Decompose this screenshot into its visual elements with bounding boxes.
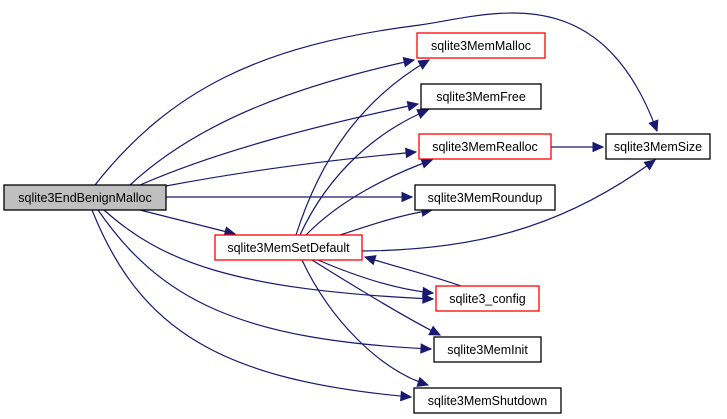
edge-line xyxy=(103,209,434,300)
arrowhead-icon xyxy=(428,325,442,336)
edge-sqlite3MemSetDefault-to-sqlite3MemSize xyxy=(361,159,656,252)
node-sqlite3MemSetDefault[interactable]: sqlite3MemSetDefault xyxy=(214,234,363,261)
node-label: sqlite3MemRoundup xyxy=(428,191,543,205)
edge-line xyxy=(97,209,432,350)
edge-line xyxy=(317,259,434,294)
edge-sqlite3MemSetDefault-to-sqlite3MemInit xyxy=(311,259,442,336)
arrowhead-icon xyxy=(417,59,431,70)
edge-line xyxy=(94,12,658,186)
node-label: sqlite3MemSetDefault xyxy=(227,241,350,255)
arrowhead-icon xyxy=(405,147,418,159)
edge-line xyxy=(139,209,236,235)
node-label: sqlite3MemShutdown xyxy=(428,394,548,408)
arrowhead-icon xyxy=(363,255,377,266)
node-label: sqlite3MemSize xyxy=(614,140,702,154)
edge-line xyxy=(339,209,433,236)
node-box xyxy=(3,184,167,211)
node-box xyxy=(605,133,711,160)
node-sqlite3MemShutdown[interactable]: sqlite3MemShutdown xyxy=(413,387,562,414)
edge-sqlite3MemSetDefault-to-sqlite3MemMalloc xyxy=(295,59,431,236)
edge-sqlite3EndBenignMalloc-to-sqlite3MemInit xyxy=(97,209,433,354)
arrowhead-icon xyxy=(400,390,413,402)
node-label: sqlite3MemInit xyxy=(447,343,528,357)
arrowhead-icon xyxy=(402,57,416,68)
edge-line xyxy=(129,59,415,186)
edge-sqlite3EndBenignMalloc-to-sqlite3MemMalloc xyxy=(129,57,416,186)
edge-sqlite3_config-to-sqlite3MemSetDefault xyxy=(363,255,462,287)
edges-layer xyxy=(91,12,659,402)
node-sqlite3_config[interactable]: sqlite3_config xyxy=(435,285,540,312)
edge-sqlite3EndBenignMalloc-to-sqlite3MemSize xyxy=(94,12,659,186)
arrowhead-icon xyxy=(416,109,430,119)
edge-sqlite3EndBenignMalloc-to-sqlite3MemFree xyxy=(139,101,420,186)
node-label: sqlite3MemRealloc xyxy=(432,140,538,154)
node-sqlite3MemFree[interactable]: sqlite3MemFree xyxy=(420,83,542,110)
edge-line xyxy=(295,59,430,236)
arrowhead-icon xyxy=(420,343,433,354)
edge-sqlite3MemSetDefault-to-sqlite3_config xyxy=(317,259,435,298)
node-box xyxy=(433,336,542,363)
node-sqlite3MemRealloc[interactable]: sqlite3MemRealloc xyxy=(418,133,552,160)
node-label: sqlite3_config xyxy=(449,292,525,306)
node-sqlite3MemSize[interactable]: sqlite3MemSize xyxy=(605,133,711,160)
edge-sqlite3EndBenignMalloc-to-sqlite3_config xyxy=(103,209,435,304)
node-box xyxy=(418,133,552,160)
node-box xyxy=(414,184,556,211)
node-box xyxy=(214,234,363,261)
arrowhead-icon xyxy=(648,119,659,133)
node-sqlite3MemMalloc[interactable]: sqlite3MemMalloc xyxy=(416,32,546,59)
arrowhead-icon xyxy=(592,141,605,153)
edge-line xyxy=(311,259,441,336)
arrowhead-icon xyxy=(416,376,430,387)
edge-line xyxy=(139,103,419,186)
node-box xyxy=(413,387,562,414)
arrowhead-icon xyxy=(643,159,656,171)
node-label: sqlite3MemFree xyxy=(436,90,526,104)
edge-line xyxy=(305,159,433,236)
node-sqlite3EndBenignMalloc: sqlite3EndBenignMalloc xyxy=(3,184,167,211)
edge-sqlite3EndBenignMalloc-to-sqlite3MemSetDefault xyxy=(139,209,237,237)
arrowhead-icon xyxy=(401,191,414,203)
edge-line xyxy=(165,151,417,187)
edge-sqlite3MemSetDefault-to-sqlite3MemRoundup xyxy=(339,206,434,236)
edge-line xyxy=(301,259,429,386)
edge-line xyxy=(91,209,412,398)
edge-sqlite3MemRealloc-to-sqlite3MemSize xyxy=(551,141,605,153)
edge-line xyxy=(361,159,656,252)
arrowhead-icon xyxy=(422,293,435,304)
edge-line xyxy=(364,256,462,287)
edge-sqlite3MemSetDefault-to-sqlite3MemFree xyxy=(299,109,430,236)
edge-sqlite3EndBenignMalloc-to-sqlite3MemRealloc xyxy=(165,147,418,187)
edge-sqlite3EndBenignMalloc-to-sqlite3MemShutdown xyxy=(91,209,413,402)
arrowhead-icon xyxy=(422,286,435,298)
edge-line xyxy=(299,109,429,236)
node-sqlite3MemRoundup[interactable]: sqlite3MemRoundup xyxy=(414,184,556,211)
node-label: sqlite3MemMalloc xyxy=(431,39,531,53)
node-sqlite3MemInit[interactable]: sqlite3MemInit xyxy=(433,336,542,363)
node-box xyxy=(416,32,546,59)
node-box xyxy=(435,285,540,312)
arrowhead-icon xyxy=(420,158,434,169)
node-box xyxy=(420,83,542,110)
nodes-layer: sqlite3EndBenignMalloc sqlite3MemMalloc sq… xyxy=(3,32,711,414)
arrowhead-icon xyxy=(406,101,420,112)
edge-sqlite3EndBenignMalloc-to-sqlite3MemRoundup xyxy=(166,191,414,203)
node-label: sqlite3EndBenignMalloc xyxy=(18,191,151,205)
edge-sqlite3MemSetDefault-to-sqlite3MemShutdown xyxy=(301,259,430,387)
